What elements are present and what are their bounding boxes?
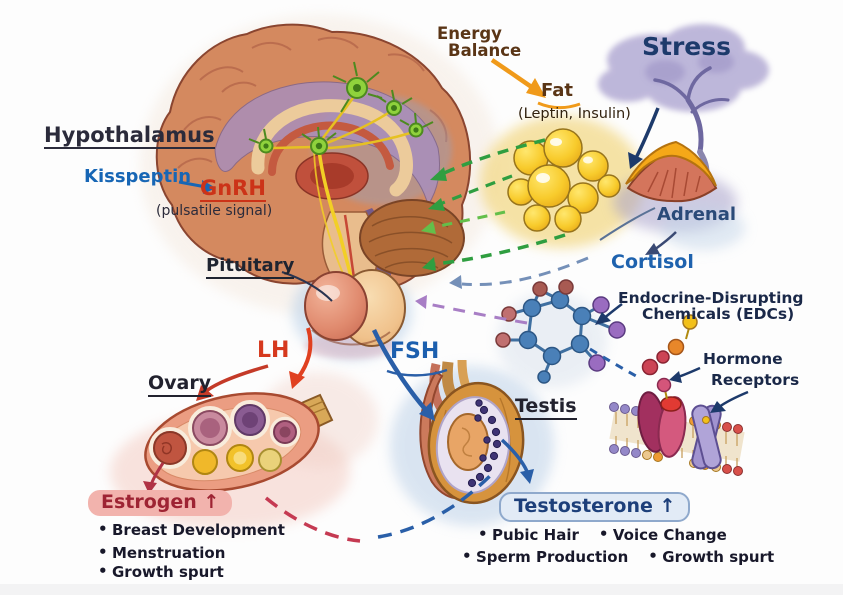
estrogen-effect-menstruation: Menstruation bbox=[98, 545, 285, 562]
receptors-label: Receptors bbox=[711, 371, 800, 389]
testosterone-effect-pubic-hair: Pubic Hair bbox=[478, 527, 579, 544]
testosterone-effect-voice: Voice Change bbox=[599, 527, 727, 544]
solid-arrows bbox=[143, 58, 749, 494]
testosterone-effect-sperm: Sperm Production bbox=[462, 549, 628, 566]
estrogen-effect-breast: Breast Development bbox=[98, 522, 285, 539]
fsh-label: FSH bbox=[390, 339, 440, 364]
testosterone-effects-list: Pubic Hair Voice Change Sperm Production… bbox=[462, 527, 774, 566]
testosterone-effect-growth: Growth spurt bbox=[648, 549, 774, 566]
stress-cloud bbox=[598, 24, 769, 183]
neurons bbox=[248, 61, 434, 155]
hormone-receptor-illustration bbox=[609, 314, 745, 476]
membrane-receptor-magenta bbox=[637, 377, 687, 458]
ovary-label: Ovary bbox=[148, 373, 212, 397]
edc-line1: Endocrine-Disrupting bbox=[618, 289, 804, 307]
estrogen-effects-list: Breast Development Menstruation Growth s… bbox=[98, 522, 285, 581]
membrane-receptor-purple bbox=[691, 404, 722, 470]
pituitary-label: Pituitary bbox=[206, 256, 295, 279]
energy-balance-line1: Energy bbox=[437, 24, 502, 43]
ovary-illustration bbox=[144, 392, 334, 492]
gnrh-label: GnRH bbox=[200, 177, 266, 203]
adrenal-gland bbox=[625, 140, 718, 203]
fat-cells bbox=[507, 128, 621, 233]
dashed-arrows bbox=[264, 138, 637, 543]
kisspeptin-neuron-network bbox=[248, 61, 434, 291]
testosterone-badge: Testosterone ↑ bbox=[499, 492, 691, 522]
pituitary-gland bbox=[281, 269, 406, 359]
stress-label: Stress bbox=[642, 32, 732, 61]
fat-label: Fat bbox=[541, 80, 573, 101]
edc-line2: Chemicals (EDCs) bbox=[642, 305, 795, 324]
energy-balance-label: Energy Balance bbox=[437, 25, 521, 60]
kisspeptin-label: Kisspeptin bbox=[84, 166, 192, 187]
energy-balance-line2: Balance bbox=[448, 41, 522, 61]
cortisol-label: Cortisol bbox=[611, 251, 694, 273]
hormone-molecules bbox=[641, 314, 698, 376]
testis-label: Testis bbox=[515, 396, 577, 420]
hormone-label: Hormone bbox=[703, 350, 783, 368]
testis-illustration bbox=[419, 359, 525, 505]
hypothalamus-label: Hypothalamus bbox=[44, 124, 215, 150]
lh-label: LH bbox=[257, 338, 290, 363]
leptin-insulin-label: (Leptin, Insulin) bbox=[518, 106, 631, 122]
ovarian-follicles bbox=[149, 400, 301, 475]
edc-label: Endocrine-Disrupting Chemicals (EDCs) bbox=[618, 290, 804, 323]
sperm-cells bbox=[467, 399, 502, 488]
adrenal-label: Adrenal bbox=[657, 204, 737, 225]
pulsatile-signal-label: (pulsatile signal) bbox=[156, 203, 273, 219]
estrogen-badge: Estrogen ↑ bbox=[88, 490, 233, 516]
estrogen-effect-growth: Growth spurt bbox=[98, 564, 285, 581]
